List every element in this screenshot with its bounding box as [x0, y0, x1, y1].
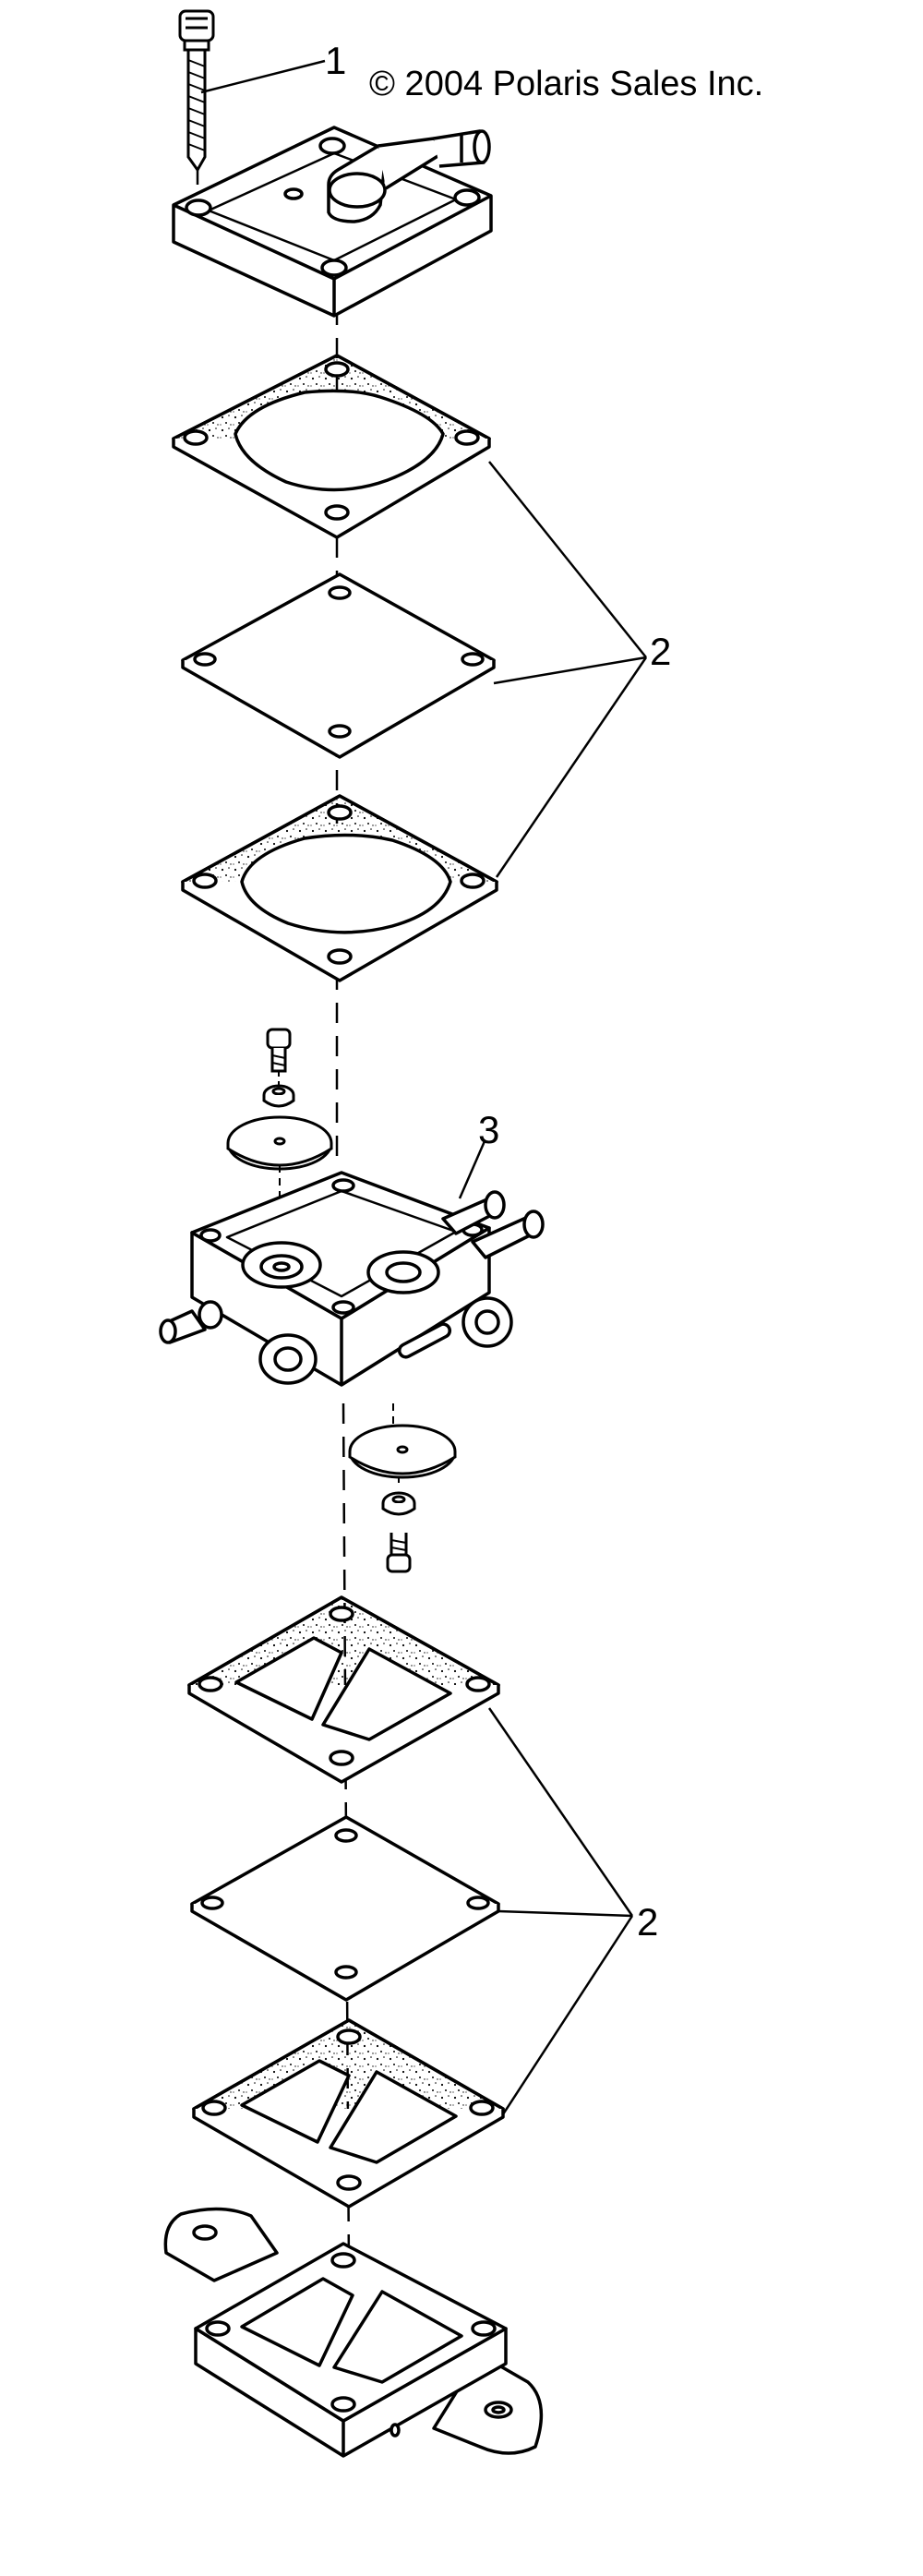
leader-2-upper	[488, 461, 648, 878]
copyright-notice: © 2004 Polaris Sales Inc.	[369, 65, 764, 103]
diaphragm-upper	[181, 572, 496, 759]
valve-disc-upper	[226, 1115, 333, 1171]
leader-2-lower	[487, 1707, 634, 2115]
gasket-upper-2	[181, 794, 498, 982]
pump-body	[159, 1171, 545, 1387]
pump-cover	[172, 126, 493, 318]
callout-2-lower: 2	[637, 1900, 659, 1944]
base-flange	[163, 2207, 544, 2458]
valve-disc-lower	[348, 1424, 457, 1479]
valve-washer-upper	[262, 1084, 295, 1108]
valve-washer-lower	[381, 1491, 416, 1516]
gasket-lower-1	[187, 1595, 500, 1784]
callout-1: 1	[325, 39, 347, 82]
valve-screw-upper	[266, 1028, 292, 1073]
screw-1	[178, 9, 215, 173]
callout-3: 3	[478, 1108, 500, 1151]
diaphragm-lower	[190, 1815, 500, 2002]
callout-2-upper: 2	[650, 630, 672, 673]
gasket-lower-2	[192, 2018, 505, 2209]
gasket-upper-1	[172, 354, 491, 539]
valve-screw-lower	[386, 1533, 412, 1573]
leader-1	[200, 59, 326, 94]
leader-3	[458, 1140, 486, 1199]
